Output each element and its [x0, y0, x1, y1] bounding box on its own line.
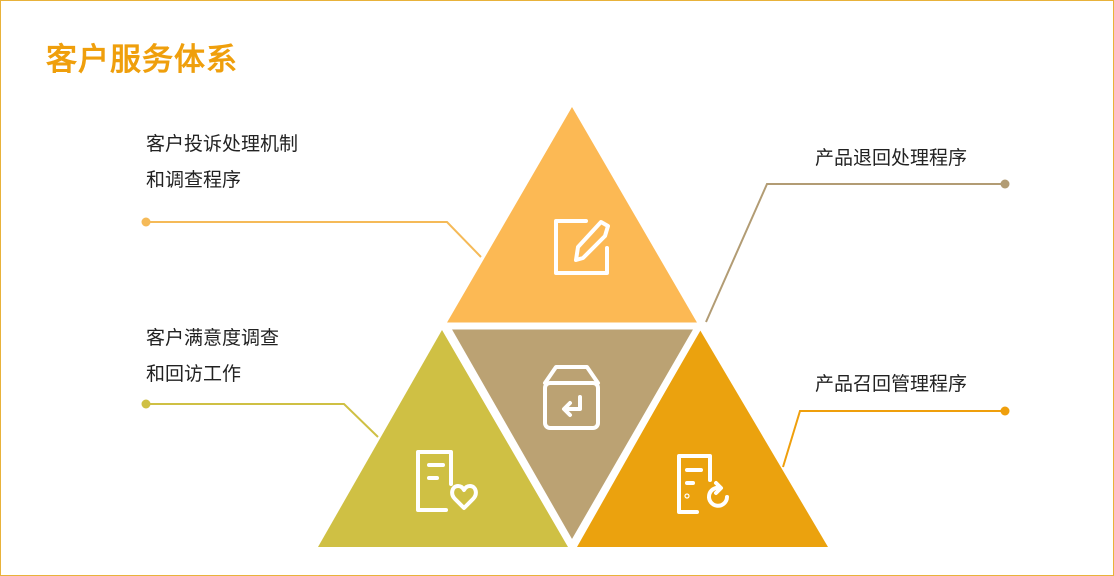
top-triangle [445, 107, 699, 326]
label-line: 客户投诉处理机制 [146, 133, 299, 155]
connector-recall [782, 410, 1005, 468]
connector-complaint [146, 221, 482, 258]
connector-dot-satisfaction [141, 399, 151, 409]
label-line: 产品召回管理程序 [815, 373, 968, 395]
return-box-icon [543, 365, 600, 430]
label-line: 和调查程序 [146, 169, 242, 191]
document-heart-icon [416, 450, 478, 512]
label-complaint-handling: 客户投诉处理机制 和调查程序 [146, 126, 298, 198]
connector-dot-recall [1000, 406, 1010, 416]
label-line: 和回访工作 [146, 363, 242, 385]
label-product-return: 产品退回处理程序 [815, 140, 967, 176]
connector-satisfaction [146, 403, 379, 438]
edit-icon [554, 219, 610, 275]
center-triangle [446, 326, 699, 546]
connector-dot-return [1000, 179, 1010, 189]
connector-return [705, 183, 1005, 323]
triangle-separators [442, 322, 703, 548]
document-refresh-icon [677, 454, 729, 514]
label-satisfaction-survey: 客户满意度调查 和回访工作 [146, 320, 279, 392]
connector-dot-complaint [141, 217, 151, 227]
label-line: 客户满意度调查 [146, 327, 280, 349]
label-line: 产品退回处理程序 [815, 147, 968, 169]
right-triangle [577, 330, 828, 547]
page-title: 客户服务体系 [46, 42, 238, 78]
label-product-recall: 产品召回管理程序 [815, 366, 967, 402]
left-triangle [318, 330, 568, 547]
